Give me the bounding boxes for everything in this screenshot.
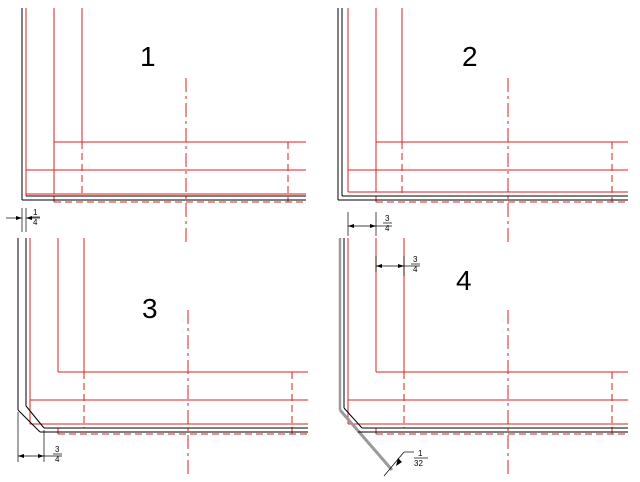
panel-4-dim1-denominator: 4 — [413, 265, 418, 274]
panel-3-dim-numerator: 3 — [55, 445, 60, 454]
panel-3: 3 3 4 — [17, 238, 308, 474]
panel-4-edge — [338, 238, 628, 471]
panel-4-dim2-denominator: 32 — [414, 459, 423, 468]
panel-1: 1 1 4 — [6, 8, 306, 242]
panel-4: 4 3 4 1 32 — [338, 238, 628, 477]
panel-1-dim-denominator: 4 — [33, 218, 38, 227]
panel-4-dimension-top: 3 4 — [375, 255, 420, 276]
panel-3-profile — [29, 238, 308, 474]
panel-2-label: 2 — [462, 41, 478, 72]
panel-2-profile — [347, 8, 628, 242]
panel-4-dim2-numerator: 1 — [418, 449, 423, 458]
panel-3-edge — [17, 238, 308, 433]
panel-1-dim-numerator: 1 — [33, 208, 38, 217]
panel-1-edge — [21, 8, 306, 201]
panel-2-dim-denominator: 4 — [385, 224, 390, 233]
panel-4-dim1-numerator: 3 — [413, 255, 418, 264]
panel-3-dimension: 3 4 — [17, 412, 62, 464]
panel-2-dim-numerator: 3 — [385, 214, 390, 223]
panel-3-label: 3 — [142, 293, 158, 324]
panel-2-dimension: 3 4 — [347, 212, 392, 236]
panel-4-profile — [347, 238, 628, 474]
panel-4-dimension-chamfer: 1 32 — [383, 449, 428, 477]
panel-2: 2 3 4 — [337, 8, 628, 242]
panel-4-label: 4 — [456, 265, 472, 296]
panel-3-dim-denominator: 4 — [55, 455, 60, 464]
panel-1-label: 1 — [140, 41, 156, 72]
panel-1-profile — [25, 8, 306, 242]
panel-2-edge — [337, 8, 628, 201]
panel-1-dimension: 1 4 — [6, 208, 40, 232]
